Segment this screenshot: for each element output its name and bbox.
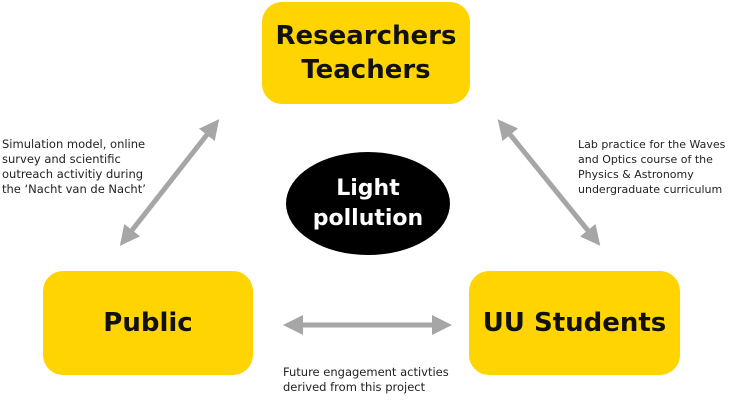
node-researchers-teachers: Researchers Teachers xyxy=(262,2,470,104)
node-public: Public xyxy=(43,271,253,375)
arrow-researchers-students xyxy=(497,119,601,246)
edge-label-bottom: Future engagement activties derived from… xyxy=(283,365,449,394)
edge-label-right: Lab practice for the Waves and Optics co… xyxy=(578,138,726,196)
node-researchers-label: Researchers Teachers xyxy=(275,21,457,85)
center-light-pollution: Light pollution xyxy=(286,152,450,255)
node-public-label: Public xyxy=(103,308,193,338)
node-students-label: UU Students xyxy=(482,308,667,338)
arrow-researchers-public xyxy=(119,119,220,246)
node-uu-students: UU Students xyxy=(469,271,680,375)
edge-label-left: Simulation model, online survey and scie… xyxy=(2,137,146,196)
center-label: Light pollution xyxy=(312,175,424,231)
